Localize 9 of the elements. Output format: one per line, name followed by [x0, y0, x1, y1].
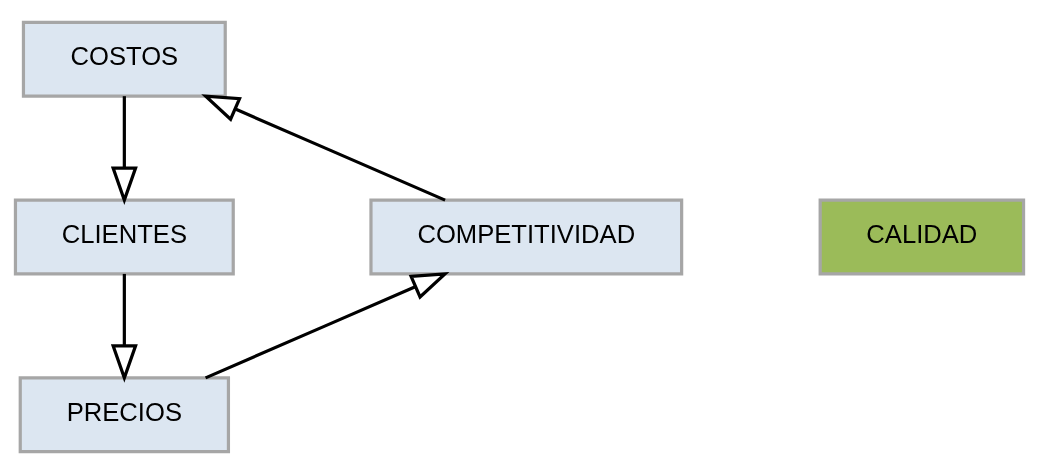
node-box: CALIDAD	[818, 198, 1025, 275]
node-box: CLIENTES	[13, 198, 235, 275]
arrow	[204, 271, 449, 379]
arrow	[110, 273, 138, 383]
node-box: COSTOS	[21, 20, 227, 98]
arrow	[200, 93, 446, 202]
node-box: COMPETITIVIDAD	[368, 198, 683, 275]
node-box: PRECIOS	[18, 375, 230, 453]
arrow	[110, 95, 138, 205]
